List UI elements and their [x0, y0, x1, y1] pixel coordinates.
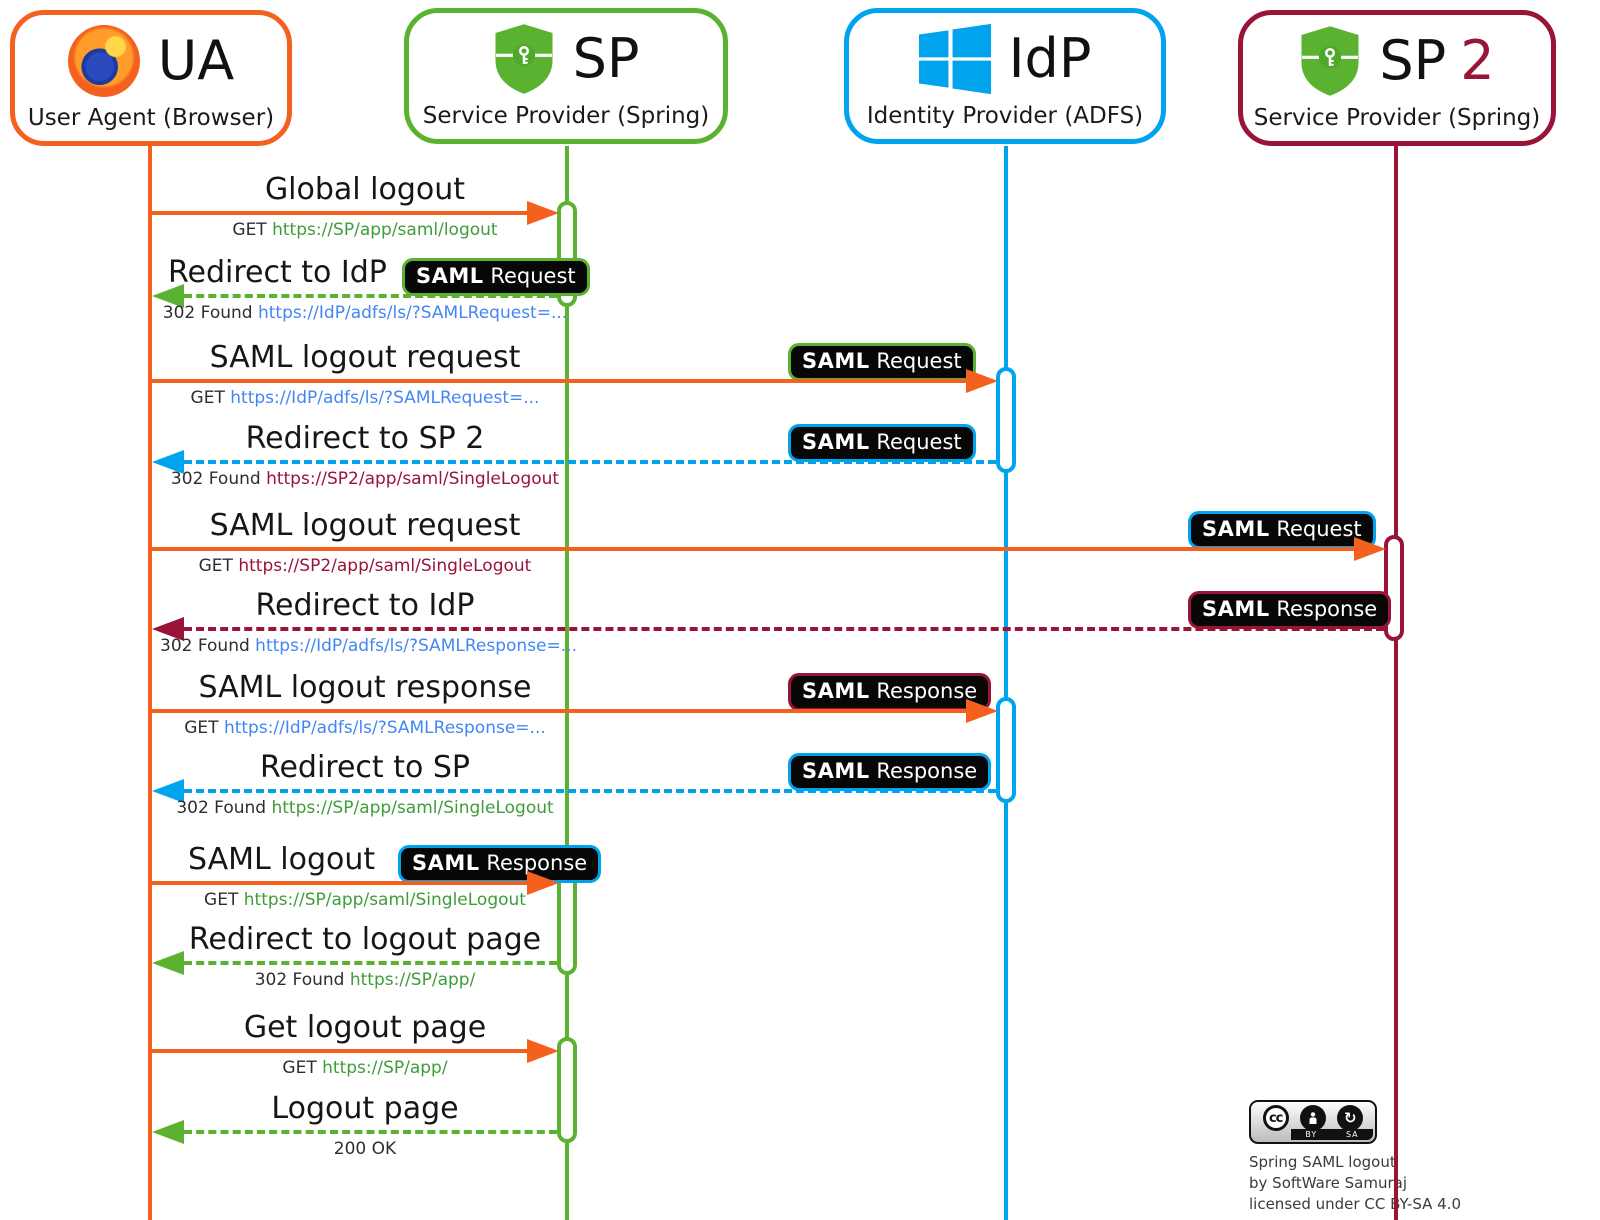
- message-sub: GET https://SP/app/saml/logout: [232, 220, 498, 240]
- saml-response-badge: SAML Response: [398, 845, 602, 883]
- arrow-head-icon: [152, 951, 184, 975]
- message-sub: GET https://SP/app/: [282, 1058, 448, 1078]
- participant-title: IdP: [1008, 27, 1092, 90]
- message-label: Redirect to logout page: [188, 922, 542, 957]
- lifeline-sp: [565, 146, 569, 1220]
- message-label: Get logout page: [243, 1010, 487, 1045]
- participant-subtitle: Service Provider (Spring): [422, 103, 710, 129]
- activation-bar-idp: [996, 367, 1016, 473]
- message-sub: 302 Found https://SP/app/saml/SingleLogo…: [176, 798, 554, 818]
- message-sub: 302 Found https://SP/app/: [254, 970, 476, 990]
- saml-request-badge: SAML Request: [788, 343, 976, 381]
- message-line: [152, 881, 527, 885]
- activation-bar-sp: [557, 1037, 577, 1143]
- firefox-icon: [67, 25, 140, 97]
- arrow-head-icon: [152, 617, 184, 641]
- license-text: Spring SAML logout by SoftWare Samuraj l…: [1249, 1153, 1462, 1213]
- message-sub: GET https://SP/app/saml/SingleLogout: [204, 890, 526, 910]
- participant-title: UA: [157, 29, 235, 92]
- message-sub: 200 OK: [333, 1139, 397, 1159]
- saml-request-badge: SAML Request: [788, 424, 976, 462]
- message-line: [152, 547, 1354, 551]
- message-label: SAML logout: [188, 842, 376, 877]
- participant-subtitle: User Agent (Browser): [27, 105, 275, 131]
- message-sub: 302 Found https://IdP/adfs/ls/?SAMLReque…: [162, 303, 568, 323]
- message-label: Redirect to SP 2: [245, 421, 485, 456]
- saml-request-badge: SAML Request: [402, 258, 590, 296]
- lifeline-idp: [1004, 146, 1008, 1220]
- message-line: [152, 211, 527, 215]
- arrow-head-icon: [152, 1120, 184, 1144]
- arrow-head-icon: [527, 871, 559, 895]
- participant-ua: UA User Agent (Browser): [10, 10, 292, 146]
- arrow-head-icon: [966, 699, 998, 723]
- participant-title-suffix: 2: [1460, 29, 1495, 92]
- saml-response-badge: SAML Response: [788, 753, 992, 791]
- arrow-head-icon: [1354, 537, 1386, 561]
- message-line: [152, 1049, 527, 1053]
- message-sub: 302 Found https://IdP/adfs/ls/?SAMLRespo…: [160, 636, 577, 656]
- arrow-head-icon: [527, 201, 559, 225]
- participant-title: SP: [572, 27, 640, 90]
- message-line: [152, 709, 966, 713]
- message-line: [152, 379, 966, 383]
- message-sub: GET https://SP2/app/saml/SingleLogout: [198, 556, 532, 576]
- activation-bar-idp: [996, 697, 1016, 803]
- lifeline-sp2: [1394, 146, 1398, 1220]
- activation-bar-sp: [557, 869, 577, 975]
- participant-subtitle: Service Provider (Spring): [1253, 105, 1541, 131]
- message-label: Redirect to IdP: [168, 255, 387, 290]
- message-line: [184, 627, 1384, 631]
- cc-icon: cc: [1262, 1105, 1289, 1131]
- participant-idp: IdP Identity Provider (ADFS): [844, 8, 1166, 144]
- message-label: Redirect to IdP: [255, 588, 475, 623]
- message-line: [184, 1130, 557, 1134]
- message-line: [184, 294, 557, 298]
- message-line: [184, 961, 557, 965]
- message-sub: GET https://IdP/adfs/ls/?SAMLResponse=..…: [184, 718, 546, 738]
- participant-subtitle: Identity Provider (ADFS): [866, 103, 1144, 129]
- arrow-head-icon: [966, 369, 998, 393]
- message-sub: GET https://IdP/adfs/ls/?SAMLRequest=...: [190, 388, 540, 408]
- message-label: SAML logout request: [209, 508, 521, 543]
- participant-sp: SP Service Provider (Spring): [404, 8, 728, 144]
- spring-security-shield-icon: [1299, 25, 1361, 97]
- message-label: SAML logout response: [198, 670, 532, 705]
- arrow-head-icon: [152, 779, 184, 803]
- arrow-head-icon: [527, 1039, 559, 1063]
- message-line: [184, 460, 996, 464]
- saml-request-badge: SAML Request: [1188, 511, 1376, 549]
- saml-response-badge: SAML Response: [1188, 591, 1392, 629]
- attribution-icon: [1299, 1105, 1326, 1131]
- share-alike-icon: ↻: [1337, 1105, 1364, 1131]
- windows-icon: [918, 23, 991, 95]
- spring-security-shield-icon: [493, 23, 555, 95]
- saml-response-badge: SAML Response: [788, 673, 992, 711]
- lifeline-ua: [148, 146, 152, 1220]
- arrow-head-icon: [152, 450, 184, 474]
- message-sub: 302 Found https://SP2/app/saml/SingleLog…: [170, 469, 560, 489]
- message-label: Global logout: [264, 172, 466, 207]
- message-label: Logout page: [271, 1091, 459, 1126]
- message-line: [184, 789, 996, 793]
- message-label: Redirect to SP: [259, 750, 471, 785]
- arrow-head-icon: [152, 284, 184, 308]
- message-label: SAML logout request: [209, 340, 521, 375]
